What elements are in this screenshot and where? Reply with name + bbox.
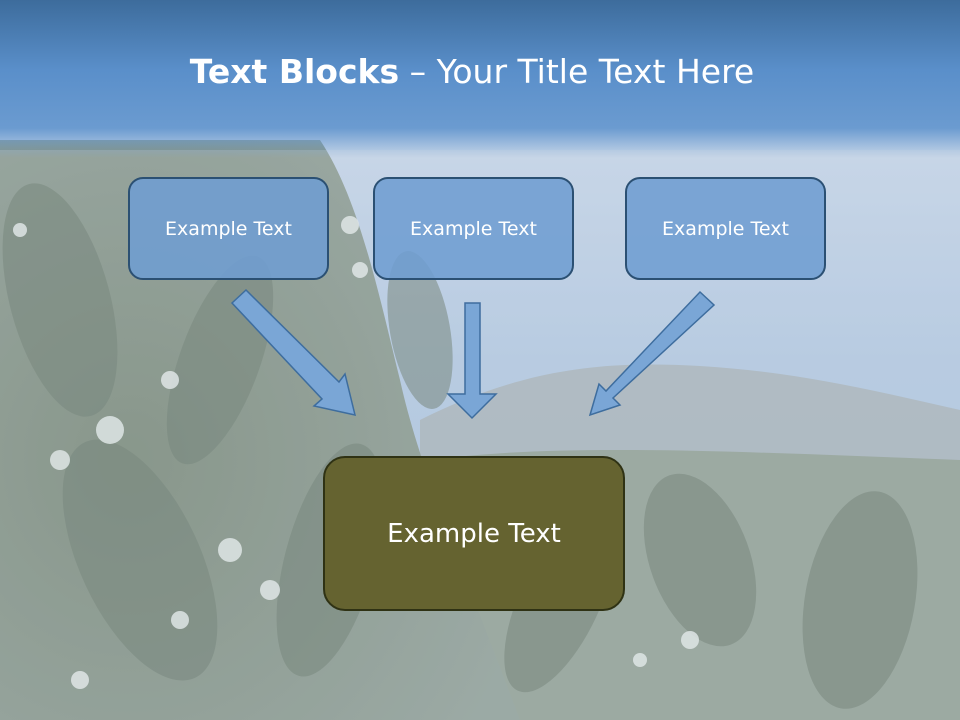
- slide-title: Text Blocks – Your Title Text Here: [0, 52, 944, 91]
- title-rest-part: – Your Title Text Here: [399, 52, 755, 91]
- text-block-3[interactable]: Example Text: [625, 177, 826, 280]
- text-block-2-label: Example Text: [410, 217, 537, 240]
- main-text-block-label: Example Text: [387, 518, 561, 549]
- arrow-left-diagonal: [230, 288, 357, 416]
- arrow-right-diagonal: [588, 290, 716, 417]
- text-block-2[interactable]: Example Text: [373, 177, 574, 280]
- text-block-1-label: Example Text: [165, 217, 292, 240]
- main-text-block[interactable]: Example Text: [323, 456, 625, 611]
- title-bold-part: Text Blocks: [189, 52, 400, 91]
- text-block-3-label: Example Text: [662, 217, 789, 240]
- text-block-1[interactable]: Example Text: [128, 177, 329, 280]
- arrow-center-down: [446, 302, 498, 420]
